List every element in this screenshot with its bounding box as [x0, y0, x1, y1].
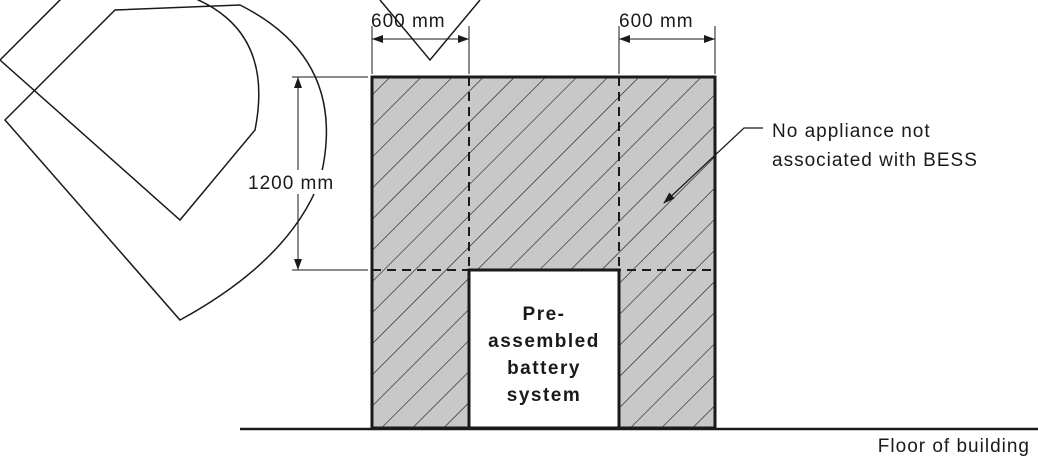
- height-label: 1200 mm: [248, 173, 334, 194]
- rotated-d-inner-shape: [0, 0, 260, 222]
- battery-system-box: [467, 268, 621, 430]
- rotated-d-shape: [3, 4, 328, 321]
- floor-label: Floor of building: [878, 436, 1030, 457]
- battery-label-line-2: assembled: [488, 331, 600, 352]
- battery-label-line-3: battery: [507, 358, 581, 379]
- exclusion-leader-line: [663, 127, 763, 204]
- rotated-square-tab: [379, 0, 481, 62]
- width-right-label: 600 mm: [619, 11, 694, 32]
- exclusion-label-line-2: associated with BESS: [772, 150, 978, 171]
- exclusion-label-line-1: No appliance not: [772, 121, 931, 142]
- battery-label-line-4: system: [507, 385, 582, 406]
- width-left-label: 600 mm: [371, 11, 446, 32]
- battery-label-line-1: Pre-: [523, 304, 566, 325]
